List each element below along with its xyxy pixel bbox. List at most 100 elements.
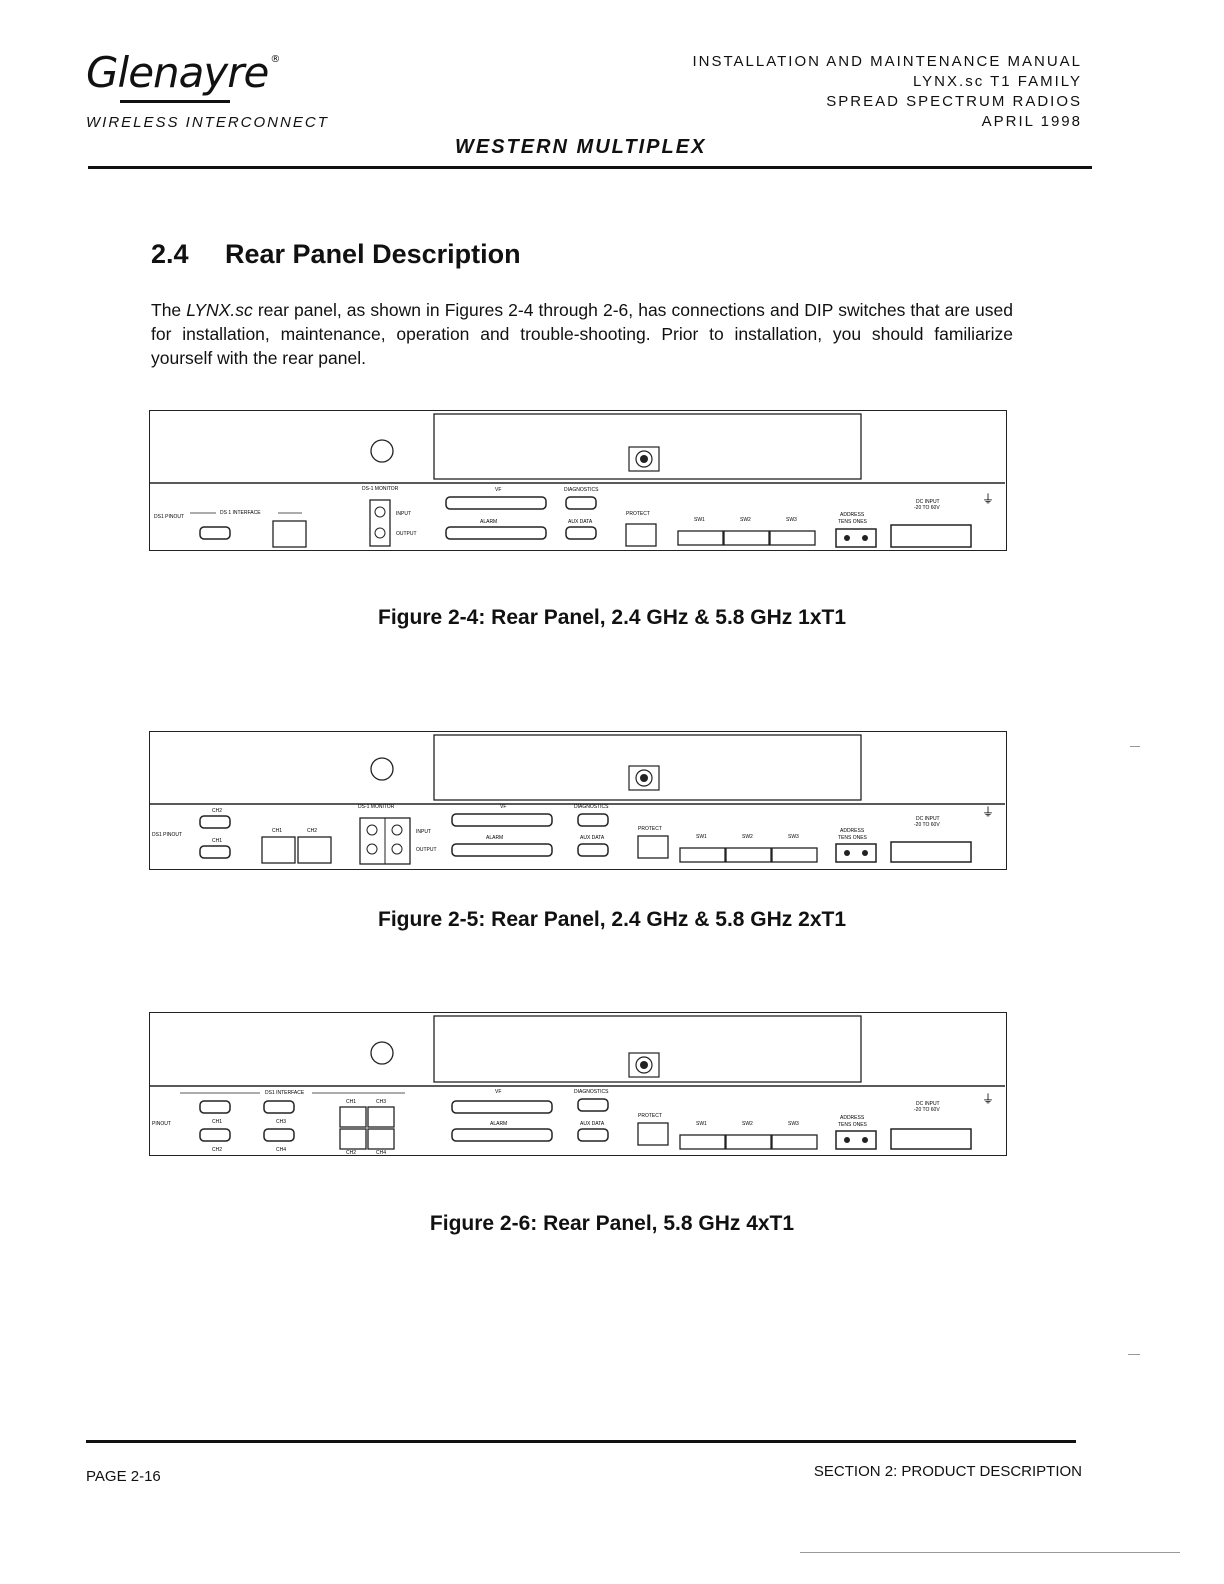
label-alarm: ALARM [480, 519, 497, 525]
label-alarm: ALARM [486, 835, 503, 841]
logo-text: Glenayre [86, 48, 269, 97]
led-indicator [370, 757, 394, 781]
manual-date: APRIL 1998 [981, 113, 1082, 130]
rear-panel-figure-3: DS1 INTERFACE PINOUT CH1 CH3 CH2 CH4 CH1… [149, 1012, 1007, 1156]
manual-title-block: INSTALLATION AND MAINTENANCE MANUAL LYNX… [693, 52, 1083, 132]
label-dc-range: -20 TO 60V [914, 505, 940, 511]
label-protect: PROTECT [638, 826, 662, 832]
rear-panel-drawing-3: DS1 INTERFACE PINOUT CH1 CH3 CH2 CH4 CH1… [150, 1015, 1005, 1154]
rear-panel-figure-2: CH2 CH1 DS1 PINOUT CH1 CH2 DS-1 MONITOR … [149, 731, 1007, 870]
alarm-connector [451, 1128, 553, 1142]
figure-caption-3: Figure 2-6: Rear Panel, 5.8 GHz 4xT1 [429, 1212, 795, 1235]
scan-artifact [1130, 746, 1140, 747]
page-number: PAGE 2-16 [86, 1468, 161, 1485]
display-window [433, 1015, 862, 1083]
rj45-port-ch2 [339, 1128, 367, 1150]
antenna-connector-ring [635, 450, 653, 468]
label-dc-input: DC INPUT [916, 499, 940, 505]
address-ones-dial [862, 535, 868, 541]
dc-input-terminal [890, 1128, 972, 1150]
logo-underline [120, 100, 230, 103]
dip-switch-sw1 [679, 847, 726, 863]
label-tens-ones: TENS ONES [838, 835, 868, 841]
dc-input-terminal [890, 841, 972, 863]
protect-port [637, 1122, 669, 1146]
vf-connector [451, 813, 553, 827]
diagnostics-connector [577, 1098, 609, 1112]
scan-artifact [1128, 1354, 1140, 1355]
label-alarm: ALARM [490, 1121, 507, 1127]
label-tens-ones: TENS ONES [838, 1122, 868, 1128]
label-sw1: SW1 [694, 517, 705, 523]
dip-switch-sw2 [725, 847, 772, 863]
label-aux-data: AUX DATA [580, 1121, 605, 1127]
rj45-port-ch1 [261, 836, 296, 864]
label-diagnostics: DIAGNOSTICS [574, 804, 609, 810]
antenna-connector [628, 446, 660, 472]
antenna-connector-ring [635, 769, 653, 787]
ds1-connector-ch1 [199, 845, 231, 859]
address-switches [835, 1130, 877, 1150]
ds1-connector-4 [263, 1128, 295, 1142]
antenna-connector-pin [640, 774, 648, 782]
label-dc-range: -20 TO 60V [914, 822, 940, 828]
monitor-jacks [369, 499, 391, 547]
ground-icon: ⏚ [982, 492, 994, 506]
display-window [433, 734, 862, 801]
alarm-connector [451, 843, 553, 857]
monitor-jack-output [374, 527, 386, 539]
label-pinout: DS1 PINOUT [152, 832, 182, 838]
dip-switch-sw3 [771, 847, 818, 863]
rear-panel-drawing-1: DS1 PINOUT DS 1 INTERFACE DS-1 MONITOR I… [150, 413, 1005, 548]
rj45-port-ch4 [367, 1128, 395, 1150]
address-tens-dial [844, 535, 850, 541]
vf-connector [451, 1100, 553, 1114]
rear-panel-figure-1: DS1 PINOUT DS 1 INTERFACE DS-1 MONITOR I… [149, 410, 1007, 551]
rj45-port-ch2 [297, 836, 332, 864]
label-sw2: SW2 [742, 1121, 753, 1127]
label-sw3: SW3 [788, 1121, 799, 1127]
label-ch1-rj: CH1 [346, 1099, 356, 1105]
display-window [433, 413, 862, 480]
label-sw2: SW2 [742, 834, 753, 840]
rear-panel-drawing-2: CH2 CH1 DS1 PINOUT CH1 CH2 DS-1 MONITOR … [150, 734, 1005, 865]
ground-icon: ⏚ [982, 1092, 994, 1106]
protect-port [637, 835, 669, 859]
header-rule [88, 166, 1092, 169]
diagnostics-connector [577, 813, 609, 827]
ds1-connector-ch2 [199, 815, 231, 829]
vf-connector [445, 496, 547, 510]
led-indicator [370, 439, 394, 463]
alarm-connector [445, 526, 547, 540]
label-ch2: CH2 [212, 1147, 222, 1153]
label-address: ADDRESS [840, 512, 865, 518]
antenna-connector [628, 765, 660, 791]
section-title: Rear Panel Description [225, 239, 521, 269]
address-switches [835, 528, 877, 548]
label-vf: VF [500, 804, 506, 810]
body-prefix: The [151, 300, 187, 320]
label-dc-input: DC INPUT [916, 816, 940, 822]
scan-artifact [800, 1552, 1180, 1553]
address-ones-dial [862, 1137, 868, 1143]
label-sw3: SW3 [786, 517, 797, 523]
monitor-jack [366, 843, 378, 855]
dip-switch-sw3 [771, 1134, 818, 1150]
antenna-connector-ring [635, 1056, 653, 1074]
label-protect: PROTECT [626, 511, 650, 517]
ds1-connector-2 [199, 1128, 231, 1142]
diagnostics-connector [565, 496, 597, 510]
label-monitor: DS-1 MONITOR [362, 486, 399, 492]
rj45-port [272, 520, 307, 548]
aux-data-connector [565, 526, 597, 540]
label-ch1: CH1 [212, 1119, 222, 1125]
body-product: LYNX.sc [186, 300, 253, 320]
figure-caption-2: Figure 2-5: Rear Panel, 2.4 GHz & 5.8 GH… [378, 908, 846, 931]
label-interface: DS 1 INTERFACE [220, 510, 261, 516]
dc-input-terminal [890, 524, 972, 548]
protect-port [625, 523, 657, 547]
label-output: OUTPUT [396, 531, 417, 537]
label-output: OUTPUT [416, 847, 437, 853]
label-aux-data: AUX DATA [568, 519, 593, 525]
